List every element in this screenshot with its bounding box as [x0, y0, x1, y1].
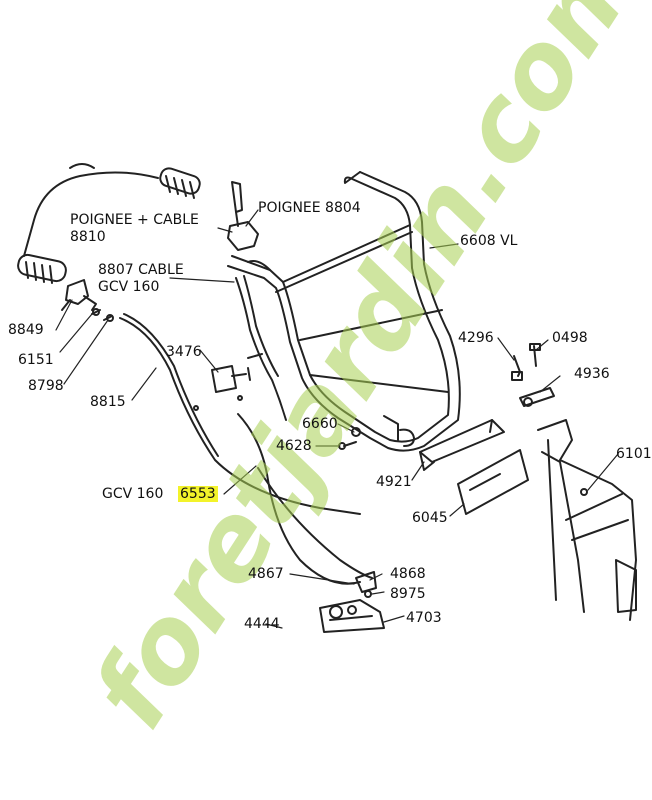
- label-poignee-cable: POIGNEE + CABLE: [70, 212, 199, 228]
- plate-4921: [419, 419, 505, 471]
- label-4921: 4921: [376, 474, 412, 490]
- plate-6045: [457, 449, 529, 515]
- label-6660: 6660: [302, 416, 338, 432]
- label-gcv160: GCV 160: [98, 279, 160, 295]
- label-0498: 0498: [552, 330, 588, 346]
- label-gcv160-prefix: GCV 160: [102, 486, 164, 502]
- lever-8849: [61, 279, 97, 311]
- cable-8807: [235, 277, 287, 421]
- engine-4703: [319, 599, 385, 633]
- label-6553: 6553: [178, 486, 218, 502]
- label-6045: 6045: [412, 510, 448, 526]
- handlebar-frame: [227, 171, 461, 452]
- grip-upper: [159, 167, 201, 199]
- part-3476: [193, 353, 263, 411]
- label-8810: 8810: [70, 229, 106, 245]
- label-8849: 8849: [8, 322, 44, 338]
- label-4867: 4867: [248, 566, 284, 582]
- label-4296: 4296: [458, 330, 494, 346]
- frame-6101: [537, 419, 637, 621]
- poignee-8804: [227, 181, 259, 251]
- bolts-group: [511, 343, 555, 407]
- highlight-6553: 6553: [178, 486, 218, 502]
- label-8975: 8975: [390, 586, 426, 602]
- label-4703: 4703: [406, 610, 442, 626]
- label-6151: 6151: [18, 352, 54, 368]
- label-4936: 4936: [574, 366, 610, 382]
- label-3476: 3476: [166, 344, 202, 360]
- grip-lower: [17, 253, 67, 284]
- label-4444: 4444: [244, 616, 280, 632]
- label-poignee-8804: POIGNEE 8804: [258, 200, 361, 216]
- label-6101: 6101: [616, 446, 652, 462]
- label-8798: 8798: [28, 378, 64, 394]
- label-6608: 6608 VL: [460, 233, 518, 249]
- label-8815: 8815: [90, 394, 126, 410]
- label-4868: 4868: [390, 566, 426, 582]
- label-8807-cable: 8807 CABLE: [98, 262, 184, 278]
- label-4628: 4628: [276, 438, 312, 454]
- cable-arc: [23, 171, 159, 257]
